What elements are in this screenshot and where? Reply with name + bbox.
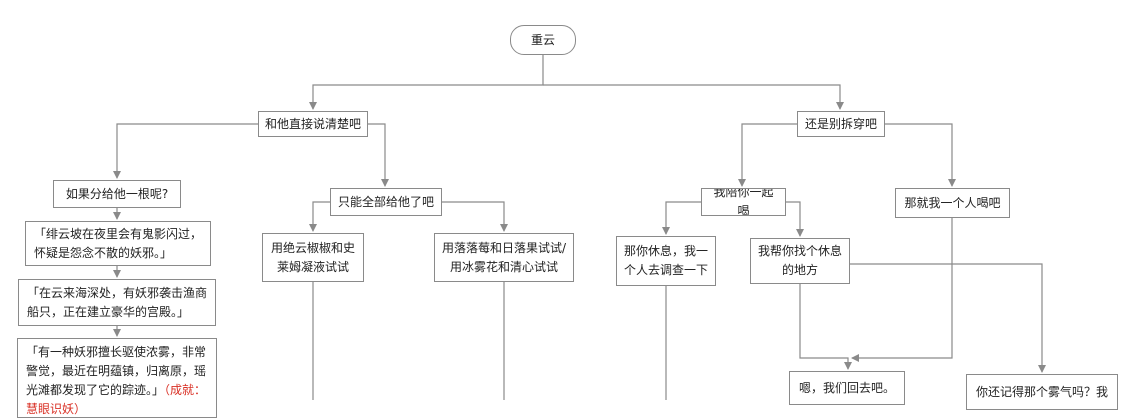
node-quest-1: 「绯云坡在夜里会有鬼影闪过，怀疑是怨念不散的妖邪。」 [25, 221, 211, 266]
node-option-a: 用绝云椒椒和史莱姆凝液试试 [262, 233, 364, 282]
node-rest-investigate: 那你休息，我一个人去调查一下 [616, 236, 716, 286]
quest-3-text: 「有一种妖邪擅长驱使浓雾，非常警觉，最近在明蕴镇，归离原，瑶光滩都发现了它的踪迹… [26, 345, 207, 397]
edge-alone-down [851, 218, 953, 362]
node-drink-together: 我陪你一起喝 [701, 188, 786, 216]
node-give-all: 只能全部给他了吧 [330, 188, 442, 216]
edge-root-to-right [543, 84, 844, 110]
node-go-back: 嗯，我们回去吧。 [789, 371, 905, 405]
edge-with-to-find [786, 201, 804, 237]
node-give-one: 如果分给他一根呢? [53, 180, 181, 208]
edge-with-to-rest [662, 201, 701, 235]
node-direct-talk: 和他直接说清楚吧 [258, 111, 368, 137]
node-quest-2: 「在云来海深处，有妖邪袭击渔商船只，正在建立豪华的宫殿。」 [18, 279, 216, 326]
flowchart-connectors [113, 55, 1046, 400]
node-find-rest-place: 我帮你找个休息的地方 [750, 238, 850, 284]
node-option-b: 用落落莓和日落果试试/用冰雾花和清心试试 [434, 233, 574, 282]
edge-root-to-left [309, 55, 544, 110]
node-remember-fog: 你还记得那个雾气吗？我 [966, 374, 1118, 410]
edge-left-to-ask [113, 123, 258, 179]
edge-find-to-fog [850, 263, 1046, 373]
edge-left-to-giveall [368, 123, 389, 187]
edge-right-to-alone [885, 123, 956, 187]
node-root: 重云 [510, 25, 576, 55]
edge-giveall-to-opta [309, 201, 330, 232]
edge-giveall-to-optb [442, 201, 508, 232]
node-quest-3: 「有一种妖邪擅长驱使浓雾，非常警觉，最近在明蕴镇，归离原，瑶光滩都发现了它的踪迹… [17, 338, 217, 418]
node-dont-expose: 还是别拆穿吧 [797, 111, 885, 137]
edge-find-to-goback [799, 284, 852, 370]
edge-right-to-with [738, 123, 797, 187]
node-drink-alone: 那就我一个人喝吧 [895, 188, 1010, 218]
